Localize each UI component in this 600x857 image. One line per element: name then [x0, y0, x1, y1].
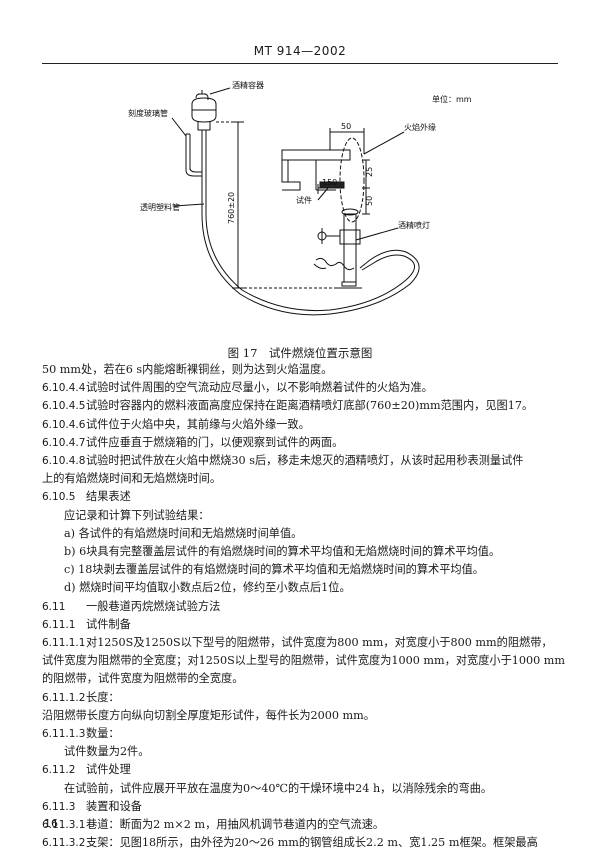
- clause-line: 6.11.3.2支架：见图18所示，由外径为20～26 mm的钢管组成长2.2 …: [42, 834, 558, 852]
- line-text: 支架：见图18所示，由外径为20～26 mm的钢管组成长2.2 m、宽1.25 …: [86, 836, 538, 850]
- clause-number: 6.11.2: [42, 764, 76, 777]
- line-text: 长度：: [86, 690, 120, 704]
- line-text: 的阻燃带，试件宽度为阻燃带的全宽度。: [42, 672, 244, 686]
- line-text: 试验时容器内的燃料液面高度应保持在距离酒精喷灯底部(760±20)mm范围内，见…: [86, 399, 534, 413]
- clause-number: 6.11.1.1: [42, 637, 86, 650]
- line-text: 沿阻燃带长度方向纵向切割全厚度矩形试件，每件长为2000 mm。: [42, 708, 375, 722]
- clause-line: 6.10.5 结果表述: [42, 488, 558, 506]
- clause-number: 6.10.4.6: [42, 418, 86, 431]
- text-line: 试件宽度为阻燃带的全宽度；对1250S以上型号的阻燃带，试件宽度为1000 mm…: [42, 652, 565, 670]
- dim-760: 760±20: [227, 192, 236, 224]
- label-transparent-plastic-tube: 透明塑料管: [140, 202, 180, 212]
- line-text: 试件位于火焰中央，其前缘与火焰外缘一致。: [86, 417, 310, 431]
- clause-number: 6.11.1.2: [42, 691, 86, 704]
- line-text: 对1250S及1250S以下型号的阻燃带，试件宽度为800 mm，对宽度小于80…: [86, 636, 553, 650]
- text-line: 应记录和计算下列试验结果：: [42, 507, 558, 525]
- line-text: 试件宽度为阻燃带的全宽度；对1250S以上型号的阻燃带，试件宽度为1000 mm…: [42, 654, 566, 668]
- clause-line: 6.10.4.5试验时容器内的燃料液面高度应保持在距离酒精喷灯底部(760±20…: [42, 397, 558, 415]
- line-text: 数量：: [86, 727, 120, 741]
- clause-line: 6.11.3 装置和设备: [42, 798, 558, 816]
- specimen-holder: [281, 149, 351, 161]
- header-rule: [42, 63, 558, 64]
- text-line: 上的有焰燃烧时间和无焰燃烧时间。: [42, 470, 558, 488]
- line-text: 试件应垂直于燃烧箱的门，以便观察到试件的两面。: [86, 435, 344, 449]
- dim-25: 25: [365, 167, 374, 177]
- standard-header: MT 914—2002: [253, 44, 347, 58]
- dim-150: 150: [322, 178, 337, 187]
- line-text: 试验时试件周围的空气流动应尽量小，以不影响燃着试件的火焰为准。: [86, 381, 433, 395]
- text-line: 在试验前，试件应展开平放在温度为0～40℃的干燥环境中24 h，以消除残余的弯曲…: [42, 780, 558, 798]
- text-line: a) 各试件的有焰燃烧时间和无焰燃烧时间单值。: [42, 525, 558, 543]
- line-text: 应记录和计算下列试验结果：: [64, 508, 210, 522]
- clause-number: 6.11.3: [42, 800, 76, 813]
- label-flame-outer-edge: 火焰外缘: [404, 122, 436, 132]
- figure-17: 酒精容器 刻度玻璃管 透明塑料管 单位：mm 火焰外缘 试件 酒精喷灯 50 1…: [0, 64, 600, 344]
- dim-50-top: 50: [341, 122, 351, 131]
- clause-number: 6.10.4.8: [42, 455, 86, 468]
- clause-number: 6.11: [42, 600, 66, 613]
- clause-number: 6.11.1.3: [42, 728, 86, 741]
- label-alcohol-container: 酒精容器: [232, 80, 264, 90]
- specimen-burning-diagram: 酒精容器 刻度玻璃管 透明塑料管 单位：mm 火焰外缘 试件 酒精喷灯 50 1…: [128, 80, 472, 316]
- clause-line: 6.11.1 试件制备: [42, 616, 558, 634]
- line-text: 一般巷道丙烷燃烧试验方法: [86, 599, 221, 613]
- line-text: 试验时把试件放在火焰中燃烧30 s后，移走未熄灭的酒精喷灯，从该时起用秒表测量试…: [86, 454, 524, 468]
- line-text: b) 6块具有完整覆盖层试件的有焰燃烧时间的算术平均值和无焰燃烧时间的算术平均值…: [64, 545, 501, 559]
- line-text: a) 各试件的有焰燃烧时间和无焰燃烧时间单值。: [64, 526, 303, 540]
- clause-line: 6.11.2 试件处理: [42, 761, 558, 779]
- clause-line: 6.11 一般巷道丙烷燃烧试验方法: [42, 598, 558, 616]
- clause-line: 6.10.4.4试验时试件周围的空气流动应尽量小，以不影响燃着试件的火焰为准。: [42, 379, 558, 397]
- label-graduated-glass-tube: 刻度玻璃管: [128, 108, 168, 118]
- label-alcohol-burner: 酒精喷灯: [398, 220, 430, 230]
- clause-line: 6.10.4.8试验时把试件放在火焰中燃烧30 s后，移走未熄灭的酒精喷灯，从该…: [42, 452, 558, 470]
- clause-line: 6.10.4.6试件位于火焰中央，其前缘与火焰外缘一致。: [42, 416, 558, 434]
- clause-number: 6.11.1: [42, 618, 76, 631]
- clause-number: 6.10.4.5: [42, 400, 86, 413]
- label-unit: 单位：mm: [432, 94, 472, 104]
- line-text: 装置和设备: [86, 799, 142, 813]
- clause-number: 6.10.4.7: [42, 436, 86, 449]
- body-text: 50 mm处，若在6 s内能熔断裸铜丝，则为达到火焰温度。6.10.4.4试验时…: [42, 361, 565, 852]
- line-text: 上的有焰燃烧时间和无焰燃烧时间。: [42, 472, 222, 486]
- line-text: 试件制备: [86, 617, 131, 631]
- clause-line: 6.10.4.7试件应垂直于燃烧箱的门，以便观察到试件的两面。: [42, 434, 558, 452]
- text-line: b) 6块具有完整覆盖层试件的有焰燃烧时间的算术平均值和无焰燃烧时间的算术平均值…: [42, 543, 558, 561]
- text-line: 的阻燃带，试件宽度为阻燃带的全宽度。: [42, 670, 558, 688]
- text-line: 50 mm处，若在6 s内能熔断裸铜丝，则为达到火焰温度。: [42, 361, 558, 379]
- line-text: d) 燃烧时间平均值取小数点后2位，修约至小数点后1位。: [64, 581, 351, 595]
- clause-line: 6.11.1.2长度：: [42, 689, 558, 707]
- clause-line: 6.11.1.3数量：: [42, 725, 558, 743]
- text-line: 沿阻燃带长度方向纵向切割全厚度矩形试件，每件长为2000 mm。: [42, 707, 558, 725]
- line-text: 在试验前，试件应展开平放在温度为0～40℃的干燥环境中24 h，以消除残余的弯曲…: [64, 781, 493, 795]
- text-line: 试件数量为2件。: [42, 743, 558, 761]
- text-line: c) 18块剥去覆盖层试件的有焰燃烧时间的算术平均值和无焰燃烧时间的算术平均值。: [42, 561, 558, 579]
- clause-number: 6.10.4.4: [42, 382, 86, 395]
- container-cap: [195, 90, 209, 100]
- clause-number: 6.11.3.2: [42, 837, 86, 850]
- clause-line: 6.11.1.1对1250S及1250S以下型号的阻燃带，试件宽度为800 mm…: [42, 634, 558, 652]
- text-line: d) 燃烧时间平均值取小数点后2位，修约至小数点后1位。: [42, 579, 558, 597]
- clause-number: 6.10.5: [42, 491, 76, 504]
- alcohol-container-shape: [191, 97, 217, 123]
- line-text: 巷道：断面为2 m×2 m，用抽风机调节巷道内的空气流速。: [86, 818, 385, 832]
- line-text: 试件数量为2件。: [64, 745, 150, 759]
- flame-outline: [339, 137, 365, 223]
- dim-50-side: 50: [365, 196, 374, 206]
- label-specimen: 试件: [296, 195, 312, 205]
- clause-number: 6.11.3.1: [42, 819, 86, 832]
- line-text: 试件处理: [86, 763, 131, 777]
- line-text: 结果表述: [86, 490, 131, 504]
- line-text: 50 mm处，若在6 s内能熔断裸铜丝，则为达到火焰温度。: [42, 363, 333, 376]
- clause-line: 6.11.3.1巷道：断面为2 m×2 m，用抽风机调节巷道内的空气流速。: [42, 816, 558, 834]
- figure-caption: 图 17 试件燃烧位置示意图: [227, 346, 373, 360]
- line-text: c) 18块剥去覆盖层试件的有焰燃烧时间的算术平均值和无焰燃烧时间的算术平均值。: [64, 563, 484, 577]
- page-number: 16: [44, 817, 58, 830]
